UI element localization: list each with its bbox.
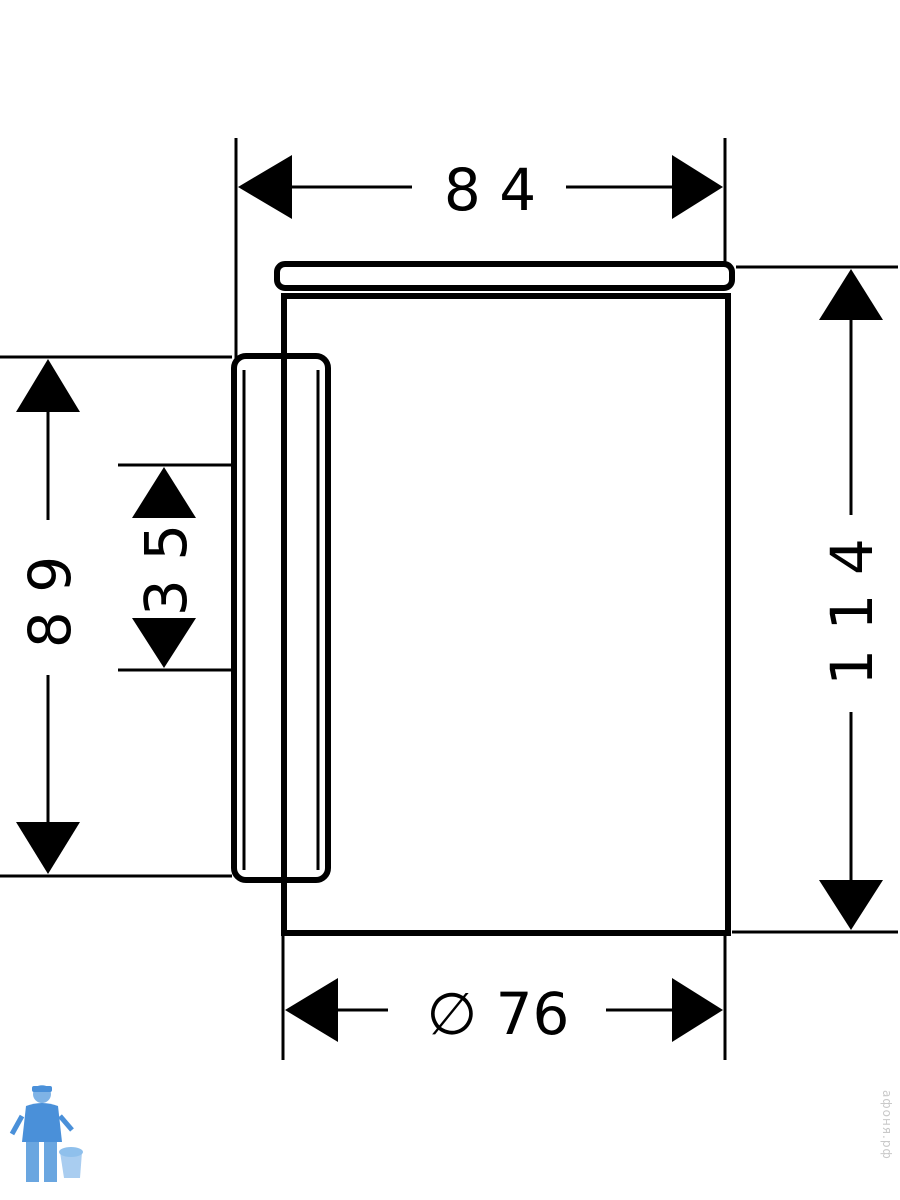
dimension-plate-height (0, 355, 232, 878)
plumber-logo-icon (9, 1085, 83, 1182)
arrow-left (238, 155, 292, 219)
dimension-total-height (732, 265, 898, 934)
label-diameter: ∅ 76 (427, 980, 570, 1048)
wall-plate (231, 353, 331, 883)
watermark: афоня.рф (880, 1090, 894, 1160)
label-top-width: 8 4 (444, 156, 536, 224)
arrow-down (16, 822, 80, 874)
cylinder-body (274, 261, 735, 936)
dimension-top-width (234, 138, 727, 360)
arrow-up (819, 269, 883, 320)
arrow-down (819, 880, 883, 930)
arrow-down (132, 618, 196, 668)
arrow-right (672, 978, 723, 1042)
label-total-height: 1 1 4 (818, 538, 886, 686)
arrow-up (132, 467, 196, 518)
arrow-left (285, 978, 338, 1042)
arrow-right (672, 155, 723, 219)
label-plate-height: 8 9 (16, 556, 84, 648)
dimension-diameter (281, 935, 727, 1060)
label-mount-spacing: 3 5 (132, 524, 200, 616)
dimension-mount-spacing (118, 463, 232, 672)
arrow-up (16, 359, 80, 412)
